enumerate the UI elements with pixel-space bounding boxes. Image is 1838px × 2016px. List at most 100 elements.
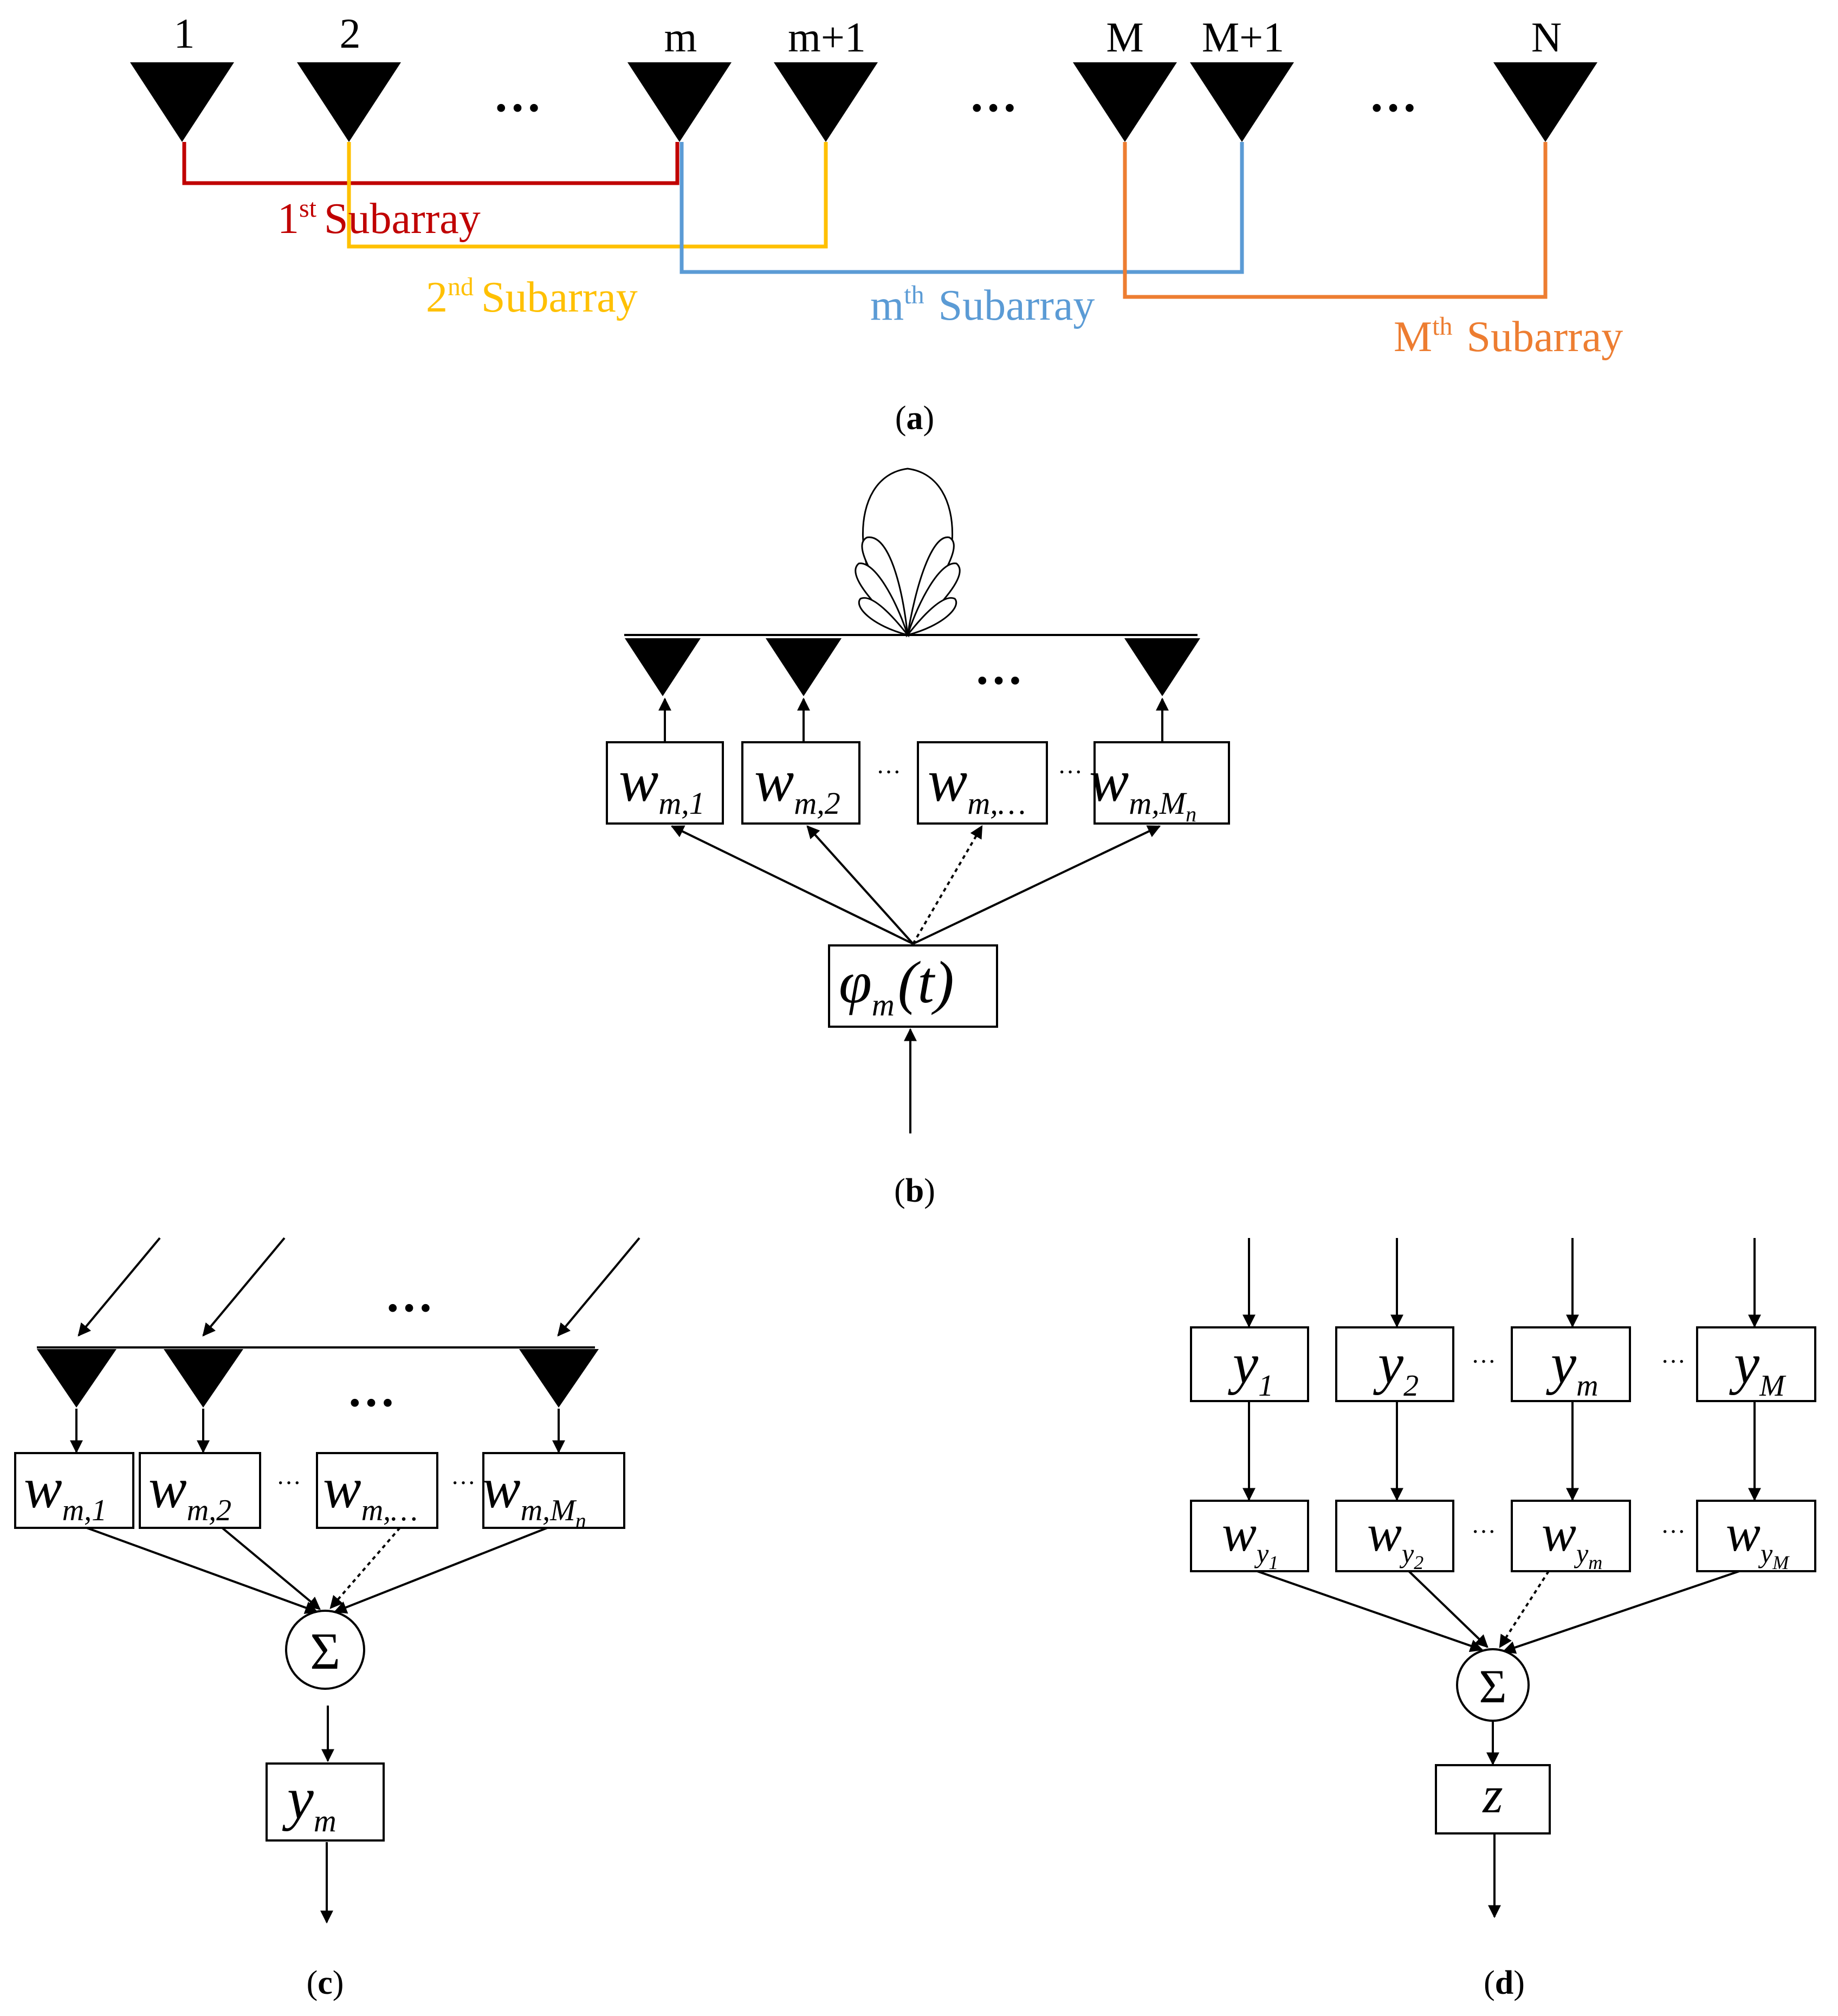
input-d-4-sub: M xyxy=(1759,1369,1787,1403)
ellipsis-c-mid: … xyxy=(347,1363,401,1417)
input-d-4-main: y xyxy=(1729,1332,1760,1395)
antenna-label-2: 2 xyxy=(340,10,361,57)
ellipsis-b-small-2: ··· xyxy=(1058,758,1083,786)
weight-d-1-subsub: 1 xyxy=(1269,1552,1278,1573)
weight-c-1-main: w xyxy=(24,1456,62,1520)
input-d-3-main: y xyxy=(1546,1332,1577,1395)
caption-a-letter: a xyxy=(907,400,923,437)
arrow-c-w4-sum xyxy=(333,1527,548,1614)
arrow-c-in-2 xyxy=(202,1237,286,1337)
output-d xyxy=(1435,1764,1551,1835)
weight-b-4-subsub: n xyxy=(1186,802,1196,826)
weight-d-2-sub: y xyxy=(1399,1538,1414,1568)
weight-d-4-subsub: M xyxy=(1772,1552,1790,1573)
antenna-c-2-icon xyxy=(164,1349,243,1408)
antenna-label-M-plus-1: M+1 xyxy=(1202,14,1284,61)
weight-d-1-label: wy1 xyxy=(1222,1504,1278,1573)
arrow-c-w2-sum xyxy=(221,1527,321,1610)
arrow-c-w3-sum xyxy=(329,1527,401,1609)
input-d-4-label: yM xyxy=(1729,1332,1787,1403)
subarray-2-line xyxy=(347,142,828,249)
antenna-c-1-icon xyxy=(37,1349,117,1408)
weight-b-1 xyxy=(606,741,724,825)
caption-c-letter: c xyxy=(318,1965,333,2001)
caption-d: (d) xyxy=(1484,1965,1525,2001)
arrow-d-w4-sum xyxy=(1502,1570,1740,1654)
output-c xyxy=(266,1762,385,1842)
sum-c-symbol: Σ xyxy=(310,1622,340,1680)
subarray-2-suffix: nd xyxy=(448,273,474,301)
weight-c-2-label: wm,2 xyxy=(148,1456,231,1527)
input-d-4 xyxy=(1696,1326,1816,1402)
subarray-M-line xyxy=(1123,142,1548,299)
antenna-N-icon xyxy=(1493,62,1597,142)
subarray-1-word: Subarray xyxy=(324,195,481,243)
panel-c: … … wm,1 wm,2 wm,… wm,Mn ··· ··· Σ xyxy=(14,1237,640,2001)
input-d-3-sub: m xyxy=(1576,1369,1598,1403)
weight-d-2 xyxy=(1335,1500,1454,1572)
caption-d-open: ( xyxy=(1484,1965,1495,2001)
arrow-b-phase-w4 xyxy=(912,825,1161,945)
ellipsis-c-small-2: ··· xyxy=(451,1469,476,1496)
arrow-b-phase-w1 xyxy=(670,825,914,945)
caption-a: (a) xyxy=(895,400,934,437)
arrow-d-w2-sum xyxy=(1408,1570,1488,1648)
input-d-2-sub: 2 xyxy=(1403,1369,1419,1403)
antenna-m-icon xyxy=(627,62,732,142)
panel-d: y1 y2 ym yM ··· ··· wy1 wy2 wym wyM ··· … xyxy=(1190,1238,1816,2001)
input-d-3-label: ym xyxy=(1546,1332,1598,1403)
weight-b-3-main: w xyxy=(928,748,967,814)
arrow-d-w1-sum xyxy=(1257,1570,1484,1652)
weight-d-2-subsub: 2 xyxy=(1414,1552,1423,1573)
ellipsis-a-3: … xyxy=(1369,68,1423,122)
caption-b-open: ( xyxy=(894,1172,905,1209)
antenna-M-plus-1-icon xyxy=(1190,62,1294,142)
panel-b: … wm,1 wm,2 wm,… wm,Mn ··· ··· φm(t) (b) xyxy=(606,468,1230,1209)
weight-b-1-sub: m,1 xyxy=(658,786,704,821)
weight-c-4 xyxy=(482,1452,625,1529)
ellipsis-d-small-3: ··· xyxy=(1471,1518,1496,1545)
weight-d-4-main: w xyxy=(1726,1504,1761,1562)
antenna-1-icon xyxy=(130,62,234,142)
weight-c-1-label: wm,1 xyxy=(24,1456,107,1527)
antenna-label-N: N xyxy=(1531,14,1562,61)
weight-b-4 xyxy=(1093,741,1230,825)
weight-b-4-sub: m,M xyxy=(1129,786,1187,821)
weight-b-2-sub: m,2 xyxy=(794,786,840,821)
antenna-b-2-icon xyxy=(766,638,842,696)
arrow-c-w1-sum xyxy=(86,1527,319,1614)
weight-c-4-label: wm,Mn xyxy=(482,1456,586,1533)
caption-a-open: ( xyxy=(895,400,907,437)
input-d-1-label: y1 xyxy=(1228,1332,1273,1403)
ellipsis-c-top: … xyxy=(385,1268,439,1322)
weight-b-2-label: wm,2 xyxy=(754,748,840,821)
phase-arg: (t) xyxy=(898,949,954,1015)
weight-b-3-label: wm,… xyxy=(928,748,1026,821)
caption-d-close: ) xyxy=(1513,1965,1525,2001)
caption-a-close: ) xyxy=(923,400,935,437)
input-d-3 xyxy=(1511,1326,1631,1402)
antenna-m-plus-1-icon xyxy=(774,62,878,142)
caption-d-letter: d xyxy=(1495,1965,1513,2001)
sum-d xyxy=(1456,1648,1530,1722)
subarray-M-word: Subarray xyxy=(1466,313,1623,361)
weight-c-3-label: wm,… xyxy=(323,1456,418,1527)
weight-c-4-main: w xyxy=(482,1456,521,1520)
phase-box xyxy=(828,944,998,1028)
weight-c-1 xyxy=(14,1452,134,1529)
ellipsis-d-small-4: ··· xyxy=(1661,1518,1686,1545)
weight-b-1-main: w xyxy=(619,748,658,814)
caption-c: (c) xyxy=(307,1965,344,2001)
phase-phi: φ xyxy=(839,949,872,1015)
weight-c-2 xyxy=(139,1452,261,1529)
antenna-c-n-icon xyxy=(519,1349,599,1408)
input-d-2 xyxy=(1335,1326,1454,1402)
subarray-m-letter: m xyxy=(870,282,904,329)
weight-d-3-sub: y xyxy=(1574,1538,1589,1568)
weight-d-3-label: wym xyxy=(1542,1504,1602,1573)
sum-c xyxy=(285,1610,365,1690)
